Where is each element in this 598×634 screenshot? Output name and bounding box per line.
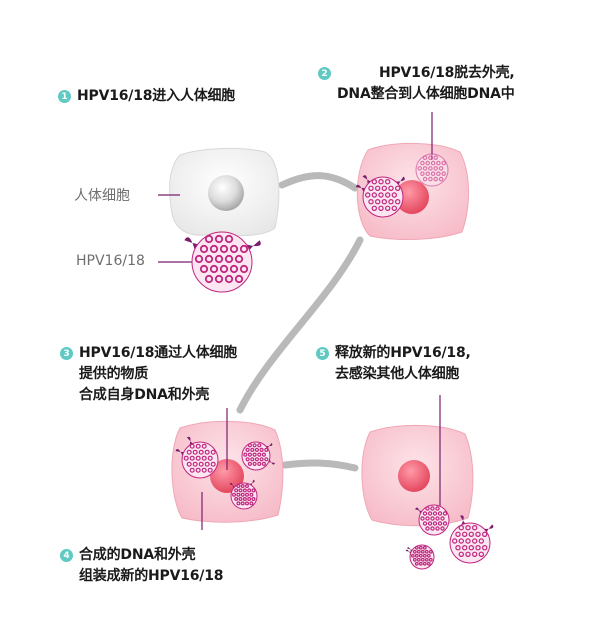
step-text: 释放新的HPV16/18, 去感染其他人体细胞 xyxy=(335,343,471,385)
nucleus-step-5 xyxy=(398,460,430,492)
nucleus-step-2 xyxy=(395,180,429,214)
hpv-virus-icon xyxy=(184,231,261,293)
virus-particles xyxy=(175,153,494,570)
step-line: 提供的物质 xyxy=(79,366,148,382)
step-number: 4 xyxy=(60,549,73,562)
hpv-virus-icon xyxy=(229,479,258,510)
step-number: 5 xyxy=(316,347,329,360)
step-1: 1 HPV16/18进入人体细胞 xyxy=(58,86,235,107)
step-number: 3 xyxy=(60,347,73,360)
step-text: HPV16/18进入人体细胞 xyxy=(77,86,235,107)
step-2: 2 HPV16/18脱去外壳, DNA整合到人体细胞DNA中 xyxy=(318,63,515,105)
hpv-virus-icon xyxy=(415,504,450,536)
connector-3-5 xyxy=(281,459,359,472)
step-line: HPV16/18进入人体细胞 xyxy=(77,88,236,104)
hpv-virus-icon xyxy=(415,153,449,187)
hpv-virus-icon xyxy=(355,175,405,218)
hpv-virus-icon xyxy=(405,544,435,570)
step-line: HPV16/18脱去外壳, xyxy=(378,65,515,81)
nucleus-step-3 xyxy=(210,459,244,493)
hpv-virus-icon xyxy=(241,441,276,471)
step-text: HPV16/18通过人体细胞 提供的物质 合成自身DNA和外壳 xyxy=(79,343,237,406)
step-text: HPV16/18脱去外壳, DNA整合到人体细胞DNA中 xyxy=(337,63,515,105)
step-line: 合成的DNA和外壳 xyxy=(79,547,196,563)
step-text: 合成的DNA和外壳 组装成新的HPV16/18 xyxy=(79,545,223,587)
step-line: 合成自身DNA和外壳 xyxy=(79,387,210,403)
hpv-virus-icon xyxy=(175,436,219,479)
step-line: 去感染其他人体细胞 xyxy=(335,366,460,382)
connector-2-3 xyxy=(236,236,364,414)
step-line: DNA整合到人体细胞DNA中 xyxy=(337,86,515,102)
step-5: 5 释放新的HPV16/18, 去感染其他人体细胞 xyxy=(316,343,471,385)
step-3: 3 HPV16/18通过人体细胞 提供的物质 合成自身DNA和外壳 xyxy=(60,343,237,406)
step-line: 释放新的HPV16/18, xyxy=(335,345,471,361)
healthy-nucleus xyxy=(208,175,244,211)
virus-label: HPV16/18 xyxy=(76,253,145,269)
step-line: HPV16/18通过人体细胞 xyxy=(79,345,238,361)
hpv-virus-icon xyxy=(449,515,494,564)
step-number: 2 xyxy=(318,67,331,80)
connector-1-2 xyxy=(278,172,359,192)
step-line: 组装成新的HPV16/18 xyxy=(79,568,224,584)
step-4: 4 合成的DNA和外壳 组装成新的HPV16/18 xyxy=(60,545,223,587)
step-number: 1 xyxy=(58,90,71,103)
human-cell-label: 人体细胞 xyxy=(74,188,130,204)
